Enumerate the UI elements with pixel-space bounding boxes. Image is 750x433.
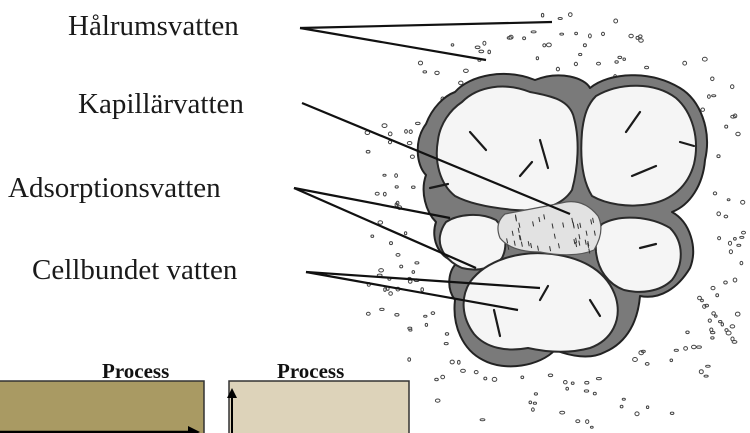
- label-void-water: Hålrumsvatten: [68, 12, 239, 41]
- cell-top-left: [437, 87, 578, 211]
- label-adsorption-water: Adsorptionsvatten: [8, 174, 221, 203]
- process-box-1-label: Process: [102, 361, 169, 382]
- process-box-1: [0, 381, 204, 433]
- label-capillary-water: Kapillärvatten: [78, 90, 244, 119]
- cell-cluster: [418, 74, 707, 366]
- cell-bottom: [464, 253, 618, 352]
- cell-top-right: [581, 86, 696, 206]
- process-box-2-label: Process: [277, 361, 344, 382]
- process-box-2: [227, 381, 409, 433]
- cell-middle-right: [596, 218, 681, 292]
- label-cell-bound-water: Cellbundet vatten: [32, 256, 237, 285]
